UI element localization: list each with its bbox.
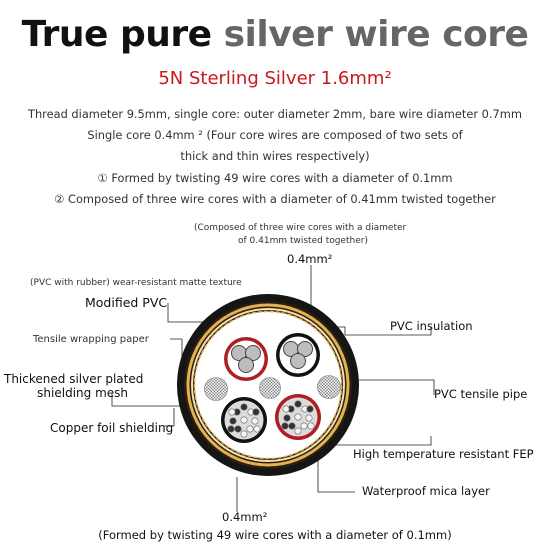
strand-dot xyxy=(305,414,313,422)
label-copper-foil: Copper foil shielding xyxy=(50,421,174,435)
spec-line-1: Thread diameter 9.5mm, single core: oute… xyxy=(27,107,522,121)
gold-shield-ring xyxy=(186,303,350,467)
strand-dot xyxy=(294,413,302,421)
strand-dot xyxy=(240,430,248,438)
spec-line-4: ① Formed by twisting 49 wire cores with … xyxy=(97,171,453,185)
strand-dot xyxy=(283,414,291,422)
strand-dot xyxy=(300,422,308,430)
strand-dot xyxy=(240,403,248,411)
tensile-pipe-center xyxy=(259,377,281,399)
bottom-note: (Formed by twisting 49 wire cores with a… xyxy=(98,528,452,542)
tensile-pipe-left xyxy=(204,377,228,401)
strand-dot xyxy=(234,425,242,433)
label-shield-mesh-line-2: shielding mesh xyxy=(37,386,128,400)
strand-dot xyxy=(240,416,248,424)
spec-line-2: Single core 0.4mm ² (Four core wires are… xyxy=(87,128,463,142)
strand-dot xyxy=(252,408,260,416)
strand-dot xyxy=(281,422,289,430)
label-mica: Waterproof mica layer xyxy=(362,484,490,498)
wire-top-left xyxy=(224,337,268,381)
strand-dot xyxy=(229,417,237,425)
label-tensile-paper: Tensile wrapping paper xyxy=(33,334,149,345)
strand-dot xyxy=(282,405,290,413)
strand-dot xyxy=(227,425,235,433)
top-size-label: 0.4mm² xyxy=(287,252,333,266)
wire-top-right xyxy=(276,333,320,377)
label-pvc-insulation: PVC insulation xyxy=(390,319,473,333)
label-shield-mesh-line-1: Thickened silver plated xyxy=(4,372,144,386)
strand-group xyxy=(227,400,315,438)
strand-dot xyxy=(294,427,302,435)
label-shield-mesh: Thickened silver plated shielding mesh xyxy=(4,372,144,400)
mesh-ring xyxy=(193,310,343,460)
strand-dot xyxy=(228,408,236,416)
bottom-size-label: 0.4mm² xyxy=(222,510,268,524)
label-modified-pvc: Modified PVC xyxy=(85,295,168,310)
strand-dot xyxy=(253,425,261,433)
spec-line-3: thick and thin wires respectively) xyxy=(180,149,370,163)
strand-dot xyxy=(246,425,254,433)
title-part-1: True pure xyxy=(21,14,224,55)
tensile-pipe-right xyxy=(317,375,341,399)
strand-dot xyxy=(306,405,314,413)
top-note-line-2: of 0.41mm twisted together) xyxy=(238,236,368,246)
strand-dot xyxy=(251,417,259,425)
top-note-line-1: (Composed of three wire cores with a dia… xyxy=(194,223,407,233)
page-title: True pure silver wire core xyxy=(0,14,550,55)
page-subtitle: 5N Sterling Silver 1.6mm² xyxy=(158,68,392,89)
label-fep: High temperature resistant FEP xyxy=(353,447,534,461)
copper-foil-ring xyxy=(191,308,345,462)
strand-dot xyxy=(294,400,302,408)
strand-dot xyxy=(288,422,296,430)
label-pvc-tensile: PVC tensile pipe xyxy=(434,387,528,401)
spec-line-5: ② Composed of three wire cores with a di… xyxy=(54,192,496,206)
title-part-2: silver wire core xyxy=(223,14,529,55)
label-matte-texture: (PVC with rubber) wear-resistant matte t… xyxy=(30,278,242,288)
strand-dot xyxy=(307,422,315,430)
